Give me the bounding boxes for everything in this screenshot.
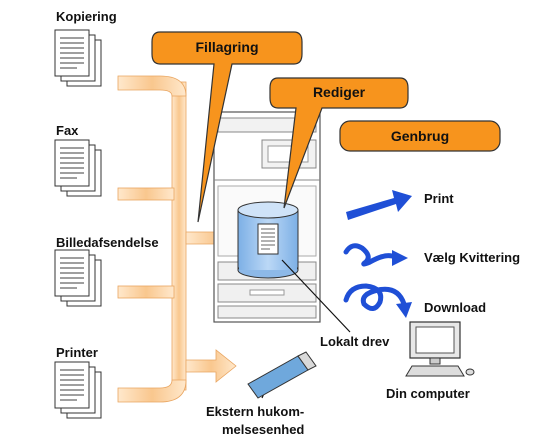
local-drive-pointer (281, 259, 351, 333)
multifunction-printer-icon (213, 111, 321, 323)
local-drive-label: Lokalt drev (320, 334, 390, 349)
image-send-documents-icon (54, 249, 102, 307)
computer-icon (405, 321, 475, 377)
print-label: Print (424, 191, 454, 206)
download-label: Download (424, 300, 487, 315)
copy-label: Kopiering (56, 9, 117, 24)
image-send-label: Billedafsendelse (56, 235, 159, 250)
external-memory-label-line2: melsesenhed (222, 422, 305, 437)
external-memory-label-line1: Ekstern hukom- (206, 404, 305, 419)
local-drive-icon (237, 201, 299, 279)
filing-callout-shape (151, 31, 303, 223)
edit-callout: Rediger (312, 84, 366, 100)
computer-label: Din computer (386, 386, 470, 401)
select-receipt-arrow-icon (343, 243, 408, 267)
copy-documents-icon (54, 29, 102, 87)
printer-documents-icon (54, 361, 102, 419)
filing-callout: Fillagring (195, 39, 259, 55)
fax-documents-icon (54, 139, 102, 197)
download-arrow-icon (343, 283, 412, 318)
edit-callout-shape (269, 77, 409, 209)
external-memory-icon (247, 351, 317, 399)
fax-label: Fax (56, 123, 79, 138)
reuse-callout-shape (339, 120, 501, 152)
printer-label: Printer (56, 345, 98, 360)
reuse-callout: Genbrug (390, 128, 450, 144)
print-arrow-icon (346, 190, 412, 220)
select-receipt-label: Vælg Kvittering (424, 250, 521, 265)
